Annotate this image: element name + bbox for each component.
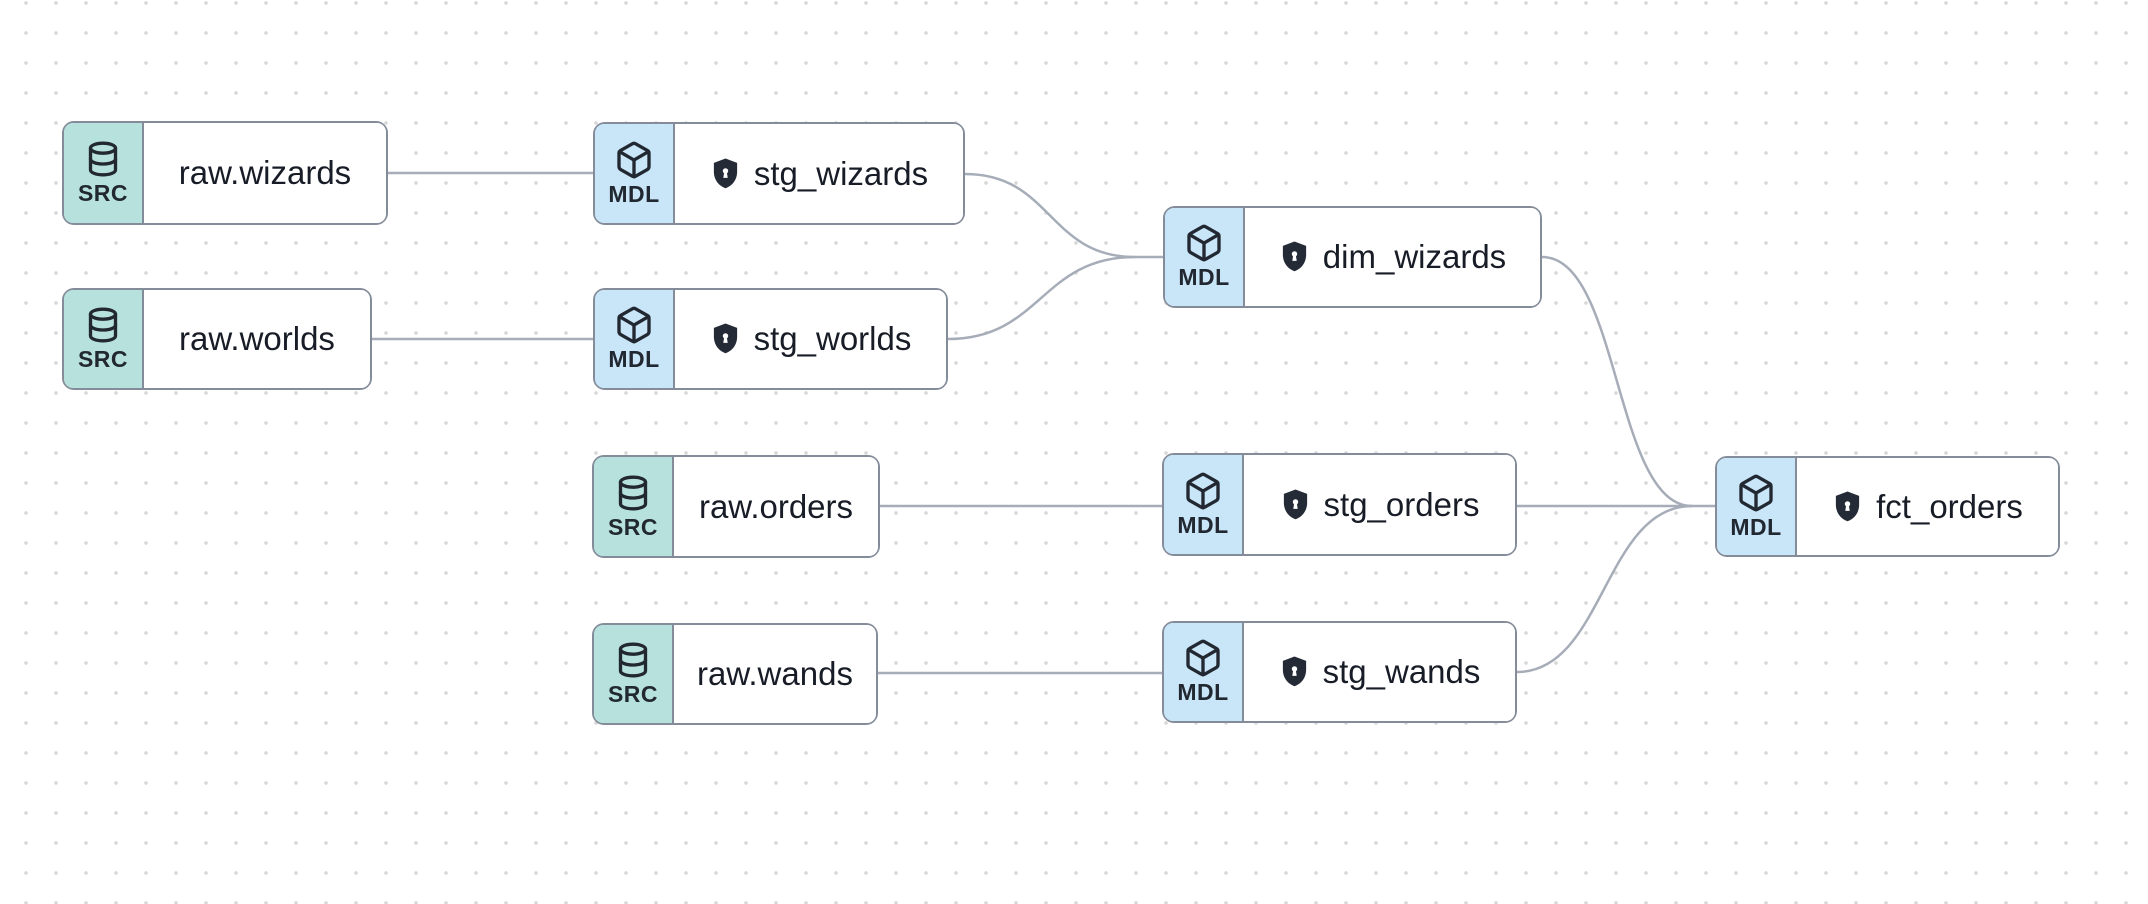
node-body: raw.wizards <box>144 123 386 223</box>
shield-lock-icon <box>1280 488 1311 522</box>
node-type-label: MDL <box>608 346 660 372</box>
node-type-label: SRC <box>77 180 129 206</box>
edge-stg-worlds-dim-wizards <box>947 255 1136 341</box>
node-label: stg_wizards <box>753 154 929 192</box>
cube-icon <box>1736 473 1776 513</box>
edge-stg-wands-fct-orders <box>1516 504 1693 674</box>
node-type-badge: MDL <box>1164 455 1244 554</box>
node-type-label: SRC <box>607 513 659 540</box>
node-type-badge: SRC <box>594 625 674 723</box>
shield-lock-icon <box>1832 490 1863 524</box>
shield-lock-icon <box>1279 240 1310 274</box>
node-stg-worlds[interactable]: MDL stg_worlds <box>593 288 948 390</box>
node-raw-wizards[interactable]: SRC raw.wizards <box>62 121 388 225</box>
node-type-label: MDL <box>1178 264 1230 290</box>
node-body: raw.orders <box>674 457 878 556</box>
node-type-label: SRC <box>607 681 659 707</box>
cube-icon <box>614 305 654 345</box>
node-stg-wands[interactable]: MDL stg_wands <box>1162 621 1517 723</box>
node-type-label: MDL <box>608 180 660 207</box>
node-type-badge: MDL <box>595 124 675 223</box>
node-label: raw.wands <box>697 655 853 692</box>
database-icon <box>613 640 653 680</box>
node-type-label: SRC <box>77 346 129 372</box>
node-type-badge: MDL <box>595 290 675 388</box>
database-icon <box>83 305 123 345</box>
node-label: stg_orders <box>1323 485 1480 523</box>
node-body: dim_wizards <box>1245 208 1540 306</box>
node-raw-worlds[interactable]: SRC raw.worlds <box>62 288 372 390</box>
node-type-badge: SRC <box>64 123 144 223</box>
node-type-label: MDL <box>1177 679 1229 705</box>
node-type-badge: MDL <box>1717 458 1797 555</box>
node-body: raw.worlds <box>144 290 370 388</box>
node-raw-orders[interactable]: SRC raw.orders <box>592 455 880 558</box>
node-body: stg_wizards <box>675 124 963 223</box>
cube-icon <box>1183 638 1223 678</box>
database-icon <box>613 473 653 513</box>
node-label: dim_wizards <box>1322 238 1507 275</box>
node-label: stg_worlds <box>753 320 912 357</box>
node-label: stg_wands <box>1322 653 1481 690</box>
node-body: fct_orders <box>1797 458 2058 555</box>
cube-icon <box>1184 223 1224 263</box>
node-stg-wizards[interactable]: MDL stg_wizards <box>593 122 965 225</box>
cube-icon <box>1183 471 1223 511</box>
cube-icon <box>614 140 654 180</box>
node-body: stg_wands <box>1244 623 1515 721</box>
node-body: stg_worlds <box>675 290 946 388</box>
node-body: raw.wands <box>674 625 876 723</box>
edge-stg-wizards-dim-wizards <box>964 172 1163 259</box>
node-body: stg_orders <box>1244 455 1515 554</box>
node-stg-orders[interactable]: MDL stg_orders <box>1162 453 1517 556</box>
node-label: fct_orders <box>1876 487 2023 525</box>
node-type-badge: MDL <box>1164 623 1244 721</box>
node-type-label: MDL <box>1177 511 1229 538</box>
node-fct-orders[interactable]: MDL fct_orders <box>1715 456 2060 557</box>
node-type-label: MDL <box>1730 513 1782 540</box>
node-raw-wands[interactable]: SRC raw.wands <box>592 623 878 725</box>
database-icon <box>83 139 123 179</box>
node-type-badge: MDL <box>1165 208 1245 306</box>
node-dim-wizards[interactable]: MDL dim_wizards <box>1163 206 1542 308</box>
node-label: raw.wizards <box>178 154 352 191</box>
edge-dim-wizards-fct-orders <box>1541 255 1693 508</box>
node-label: raw.orders <box>698 487 854 525</box>
node-label: raw.worlds <box>179 320 335 357</box>
node-type-badge: SRC <box>64 290 144 388</box>
node-type-badge: SRC <box>594 457 674 556</box>
shield-lock-icon <box>710 322 741 356</box>
shield-lock-icon <box>1279 655 1310 689</box>
shield-lock-icon <box>710 157 741 191</box>
